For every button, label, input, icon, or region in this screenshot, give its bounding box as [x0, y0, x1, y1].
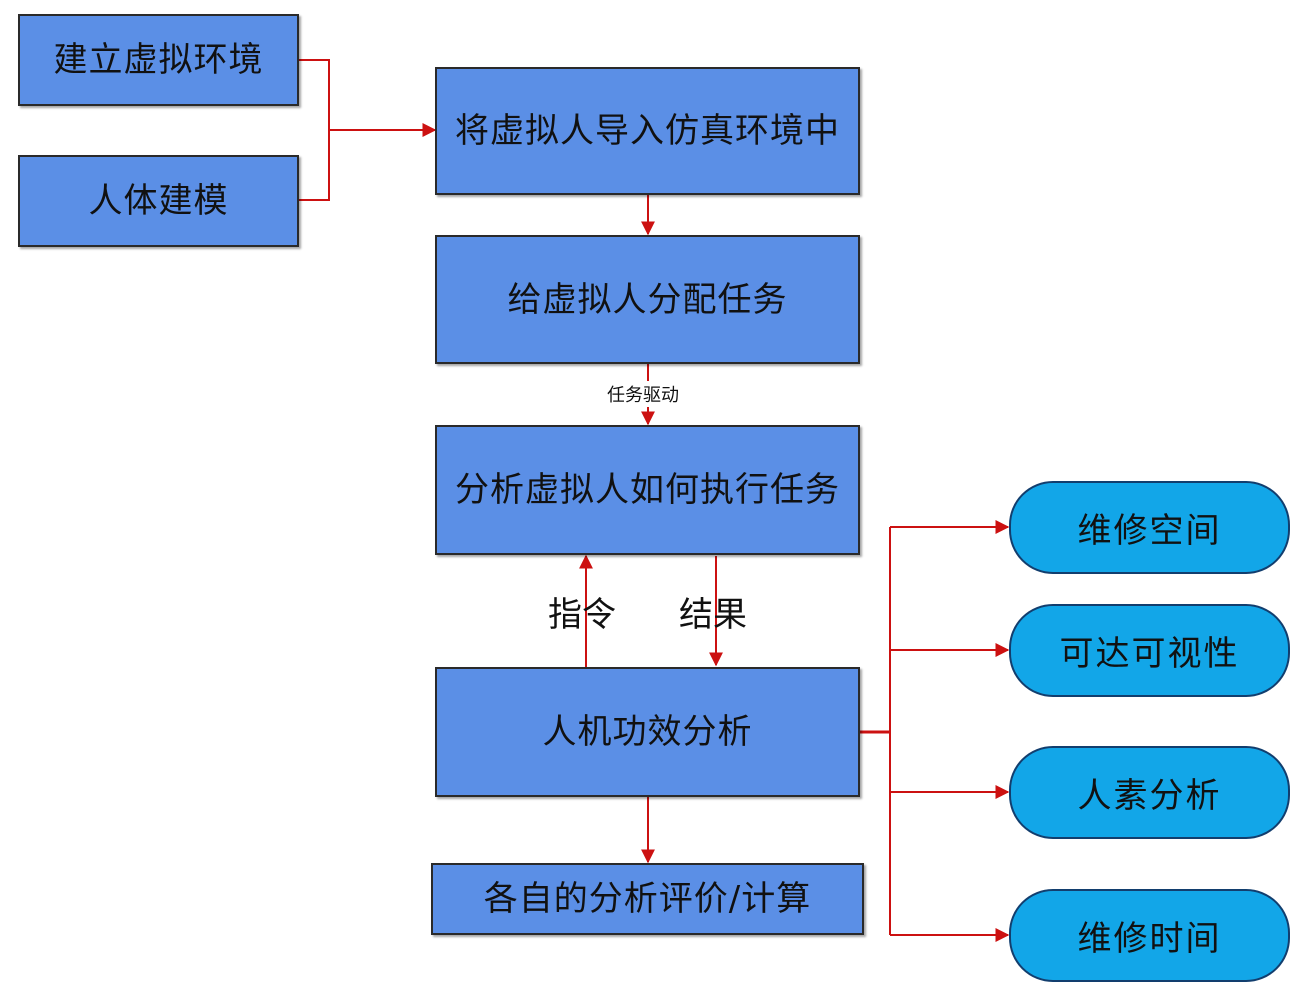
reach-vis-pill: 可达可视性 [1009, 604, 1290, 697]
analyze-exec-box: 分析虚拟人如何执行任务 [435, 425, 860, 555]
assign-task-box: 给虚拟人分配任务 [435, 235, 860, 364]
build-env-box: 建立虚拟环境 [18, 14, 299, 106]
import-env-box: 将虚拟人导入仿真环境中 [435, 67, 860, 195]
command-label: 指令 [548, 595, 616, 635]
ergonomics-box: 人机功效分析 [435, 667, 860, 797]
maint-space-pill: 维修空间 [1009, 481, 1290, 574]
human-factor-pill: 人素分析 [1009, 746, 1290, 839]
result-label: 结果 [679, 595, 747, 635]
task-driven-label: 任务驱动 [605, 381, 681, 407]
human-model-box: 人体建模 [18, 155, 299, 247]
bracket-connector [299, 59, 330, 201]
evaluate-box: 各自的分析评价/计算 [431, 863, 864, 935]
maint-time-pill: 维修时间 [1009, 889, 1290, 982]
